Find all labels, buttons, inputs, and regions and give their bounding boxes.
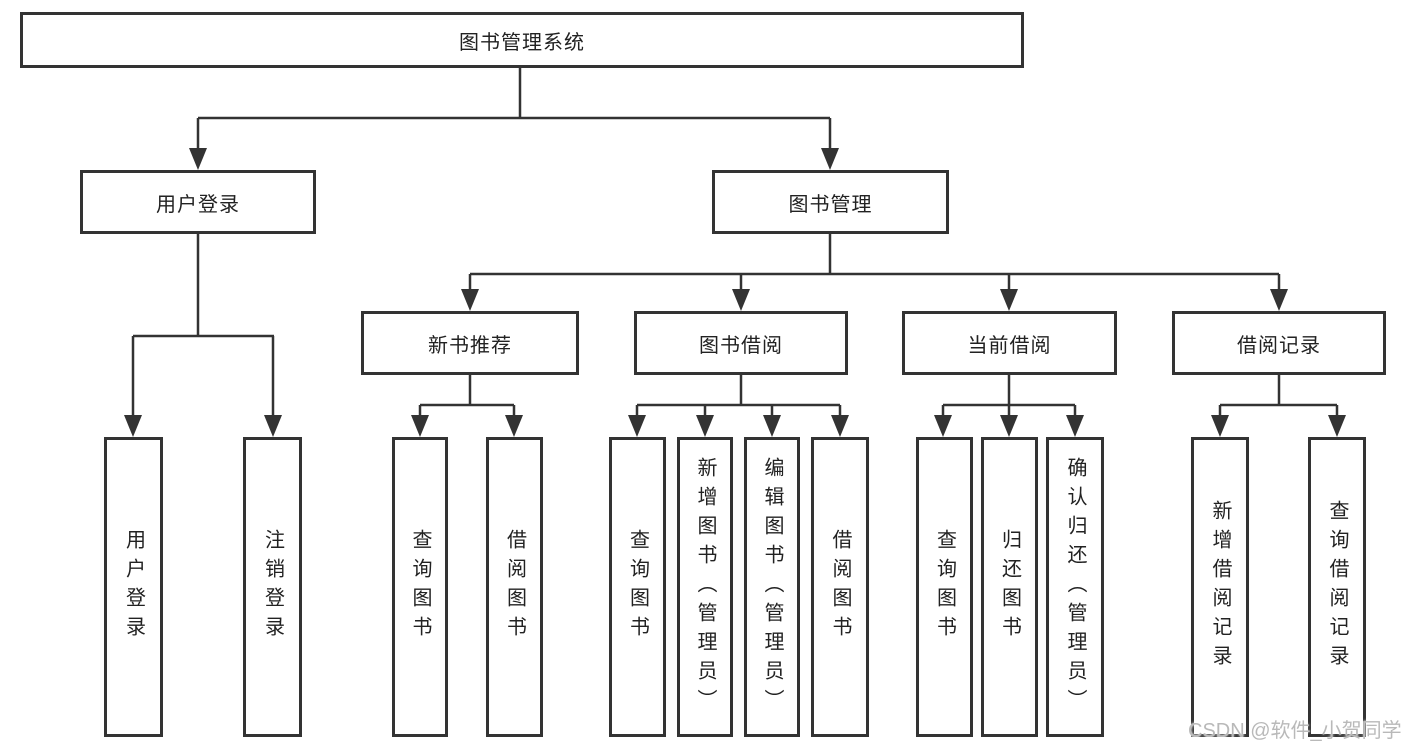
node-label: 确认归还（管理员） — [1064, 456, 1086, 718]
arrowhead-icon — [821, 148, 839, 170]
node-label: 借阅图书 — [829, 529, 851, 645]
node-label: 查询借阅记录 — [1326, 500, 1348, 674]
node-borrowing-add-books-admin: 新增图书（管理员） — [677, 437, 733, 737]
node-user-login: 用户登录 — [80, 170, 316, 234]
node-records-search-record: 查询借阅记录 — [1308, 437, 1366, 737]
node-borrowing-records: 借阅记录 — [1172, 311, 1386, 375]
node-book-borrowing: 图书借阅 — [634, 311, 848, 375]
node-label: 借阅图书 — [503, 529, 526, 645]
node-new-book-recommendation: 新书推荐 — [361, 311, 579, 375]
arrowhead-icon — [934, 415, 952, 437]
arrowhead-icon — [732, 289, 750, 311]
arrowhead-icon — [1000, 415, 1018, 437]
arrowhead-icon — [831, 415, 849, 437]
node-records-add-record: 新增借阅记录 — [1191, 437, 1249, 737]
node-label: 当前借阅 — [967, 334, 1052, 357]
arrowhead-icon — [461, 289, 479, 311]
node-current-return-books: 归还图书 — [981, 437, 1038, 737]
arrowhead-icon — [1270, 289, 1288, 311]
node-label: 编辑图书（管理员） — [761, 456, 783, 718]
node-label: 图书管理 — [788, 193, 873, 216]
arrowhead-icon — [1066, 415, 1084, 437]
node-label: 图书借阅 — [699, 334, 783, 357]
arrowhead-icon — [628, 415, 646, 437]
node-label: 注销登录 — [261, 529, 284, 645]
node-label: 借阅记录 — [1237, 334, 1321, 357]
arrowhead-icon — [763, 415, 781, 437]
arrowhead-icon — [264, 415, 282, 437]
node-book-management: 图书管理 — [712, 170, 949, 234]
node-label: 用户登录 — [156, 193, 240, 216]
node-library-management-system: 图书管理系统 — [20, 12, 1024, 68]
arrowhead-icon — [1328, 415, 1346, 437]
arrowhead-icon — [189, 148, 207, 170]
node-recommend-search-books: 查询图书 — [392, 437, 448, 737]
node-label: 查询图书 — [933, 529, 956, 645]
node-borrowing-search-books: 查询图书 — [609, 437, 666, 737]
node-logout: 注销登录 — [243, 437, 302, 737]
node-label: 新书推荐 — [428, 334, 512, 357]
node-label: 查询图书 — [409, 529, 431, 645]
node-current-search-books: 查询图书 — [916, 437, 973, 737]
node-label: 新增图书（管理员） — [694, 456, 716, 718]
node-borrowing-borrow-books: 借阅图书 — [811, 437, 869, 737]
node-label: 查询图书 — [626, 529, 649, 645]
node-label: 图书管理系统 — [459, 31, 585, 54]
node-recommend-borrow-books: 借阅图书 — [486, 437, 543, 737]
arrowhead-icon — [124, 415, 142, 437]
node-user-login-leaf: 用户登录 — [104, 437, 163, 737]
arrowhead-icon — [696, 415, 714, 437]
node-current-confirm-return-admin: 确认归还（管理员） — [1046, 437, 1104, 737]
arrowhead-icon — [505, 415, 523, 437]
arrowhead-icon — [411, 415, 429, 437]
node-current-borrowing: 当前借阅 — [902, 311, 1117, 375]
watermark: CSDN @软件_小贺同学 — [1188, 720, 1402, 742]
node-borrowing-edit-books-admin: 编辑图书（管理员） — [744, 437, 800, 737]
node-label: 用户登录 — [122, 529, 145, 645]
arrowhead-icon — [1211, 415, 1229, 437]
node-label: 归还图书 — [998, 529, 1021, 645]
node-label: 新增借阅记录 — [1209, 500, 1231, 674]
arrowhead-icon — [1000, 289, 1018, 311]
